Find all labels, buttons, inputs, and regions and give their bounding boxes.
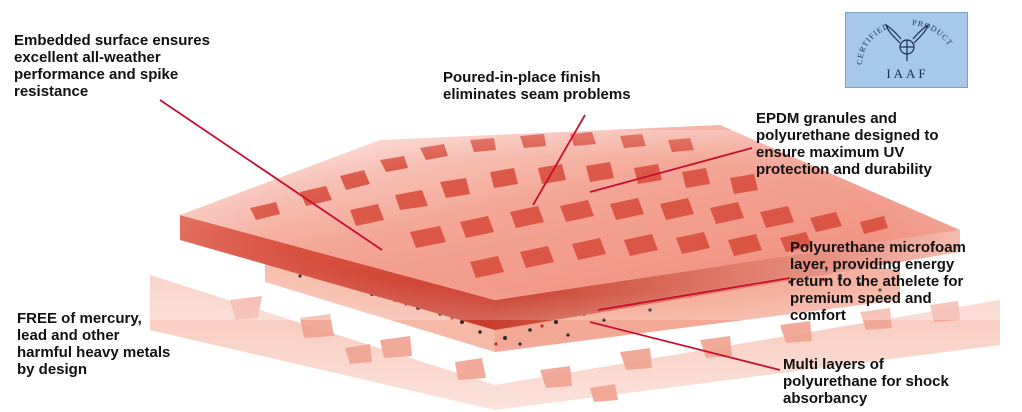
badge-org-name: IAAF <box>846 66 969 82</box>
callout-embedded-surface: Embedded surface ensures excellent all-w… <box>14 32 254 100</box>
svg-text:CERTIFIED: CERTIFIED <box>855 21 891 65</box>
callout-multi-layers: Multi layers of polyurethane for shock a… <box>783 356 1013 407</box>
winged-globe-icon <box>886 25 928 61</box>
callout-poured-in-place: Poured-in-place finish eliminates seam p… <box>443 69 683 103</box>
callout-epdm-granules: EPDM granules and polyurethane designed … <box>756 110 996 178</box>
callout-microfoam-layer: Polyurethane microfoam layer, providing … <box>790 239 1020 324</box>
iaaf-certified-badge: CERTIFIED PRODUCT IAAF <box>845 12 968 88</box>
badge-word-left: CERTIFIED <box>855 21 891 65</box>
callout-free-of-heavy-metals: FREE of mercury, lead and other harmful … <box>17 310 217 378</box>
